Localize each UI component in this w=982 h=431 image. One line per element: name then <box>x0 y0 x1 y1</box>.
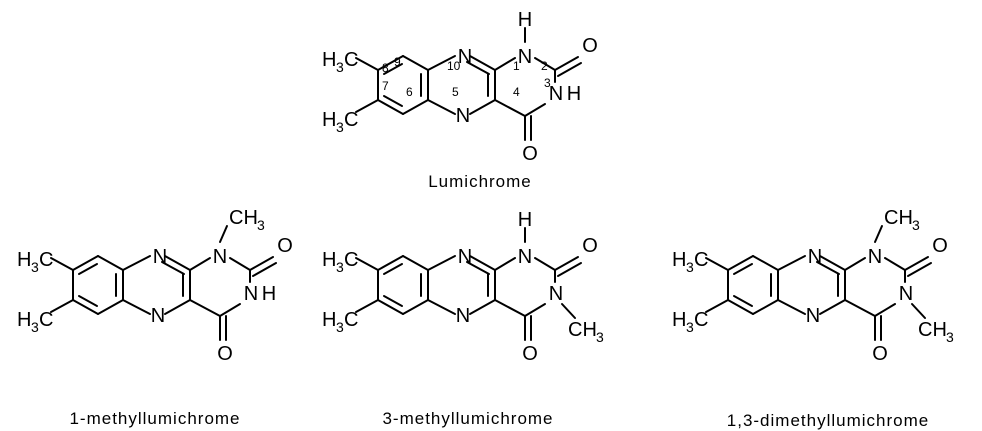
position-label: 4 <box>513 85 520 99</box>
position-label: 8 <box>382 61 389 75</box>
atom-n1: N <box>213 246 227 268</box>
atom-o4: O <box>522 343 538 365</box>
position-label: 9 <box>394 55 401 69</box>
atom-n3: N <box>549 83 563 105</box>
methyl-sub: 3 <box>31 319 39 335</box>
position-label: 7 <box>382 79 389 93</box>
atom-n10: N <box>458 246 472 268</box>
atom-n1: N <box>518 46 532 68</box>
atom-o4: O <box>522 143 538 165</box>
methyl-upper: H 3 C <box>672 249 708 275</box>
atom-o2: O <box>932 235 948 257</box>
atom-methyl-1-sub: 3 <box>257 217 265 233</box>
methyl-h: H <box>17 309 31 331</box>
atom-methyl-1: CH <box>229 207 258 229</box>
atom-n5: N <box>456 305 470 327</box>
caption-3-methyllumichrome: 3-methyllumichrome <box>382 409 553 428</box>
methyl-h: H <box>322 309 336 331</box>
atom-n5: N <box>806 305 820 327</box>
position-label: 10 <box>447 59 461 73</box>
atom-n10: N <box>458 46 472 68</box>
atom-o2: O <box>277 235 293 257</box>
atom-n3: N <box>549 283 563 305</box>
molecule-3-methyllumichrome: N N N H N CH 3 O O H 3 C H 3 C 3-methyll… <box>322 209 604 428</box>
methyl-h: H <box>672 249 686 271</box>
position-label: 6 <box>406 85 413 99</box>
methyl-upper: H 3 C <box>322 49 358 75</box>
methyl-h: H <box>322 109 336 131</box>
atom-h1: H <box>518 9 532 31</box>
atom-methyl-3-sub: 3 <box>596 329 604 345</box>
position-label: 5 <box>452 85 459 99</box>
atom-o4: O <box>217 343 233 365</box>
methyl-sub: 3 <box>336 59 344 75</box>
methyl-c: C <box>344 309 358 331</box>
atom-methyl-1-sub: 3 <box>912 217 920 233</box>
methyl-c: C <box>694 309 708 331</box>
methyl-c: C <box>39 309 53 331</box>
methyl-h: H <box>322 249 336 271</box>
atom-methyl-1: CH <box>884 207 913 229</box>
atom-n10: N <box>808 246 822 268</box>
atom-n1: N <box>868 246 882 268</box>
caption-1-methyllumichrome: 1-methyllumichrome <box>69 409 240 428</box>
position-label: 1 <box>513 59 520 73</box>
methyl-upper: H 3 C <box>17 249 53 275</box>
atom-o2: O <box>582 35 598 57</box>
atom-methyl-3-sub: 3 <box>946 329 954 345</box>
atom-o2: O <box>582 235 598 257</box>
methyl-c: C <box>344 249 358 271</box>
molecule-lumichrome: N N N H N H O O H 3 C H 3 C 1 2 3 4 5 6 … <box>322 9 598 191</box>
methyl-upper: H 3 C <box>322 249 358 275</box>
methyl-sub: 3 <box>686 259 694 275</box>
methyl-lower: H 3 C <box>322 309 358 335</box>
methyl-h: H <box>17 249 31 271</box>
methyl-c: C <box>39 249 53 271</box>
methyl-h: H <box>322 49 336 71</box>
methyl-sub: 3 <box>31 259 39 275</box>
position-label: 3 <box>544 76 551 90</box>
position-label: 2 <box>541 59 548 73</box>
methyl-sub: 3 <box>336 119 344 135</box>
atom-h1: H <box>518 209 532 231</box>
molecule-1-methyllumichrome: N N N CH 3 N H O O H 3 C H 3 C 1-methyll… <box>17 207 293 428</box>
atom-methyl-3: CH <box>918 319 947 341</box>
methyl-c: C <box>344 109 358 131</box>
methyl-lower: H 3 C <box>672 309 708 335</box>
methyl-sub: 3 <box>336 259 344 275</box>
methyl-lower: H 3 C <box>17 309 53 335</box>
atom-o4: O <box>872 343 888 365</box>
atom-n5: N <box>456 105 470 127</box>
atom-n5: N <box>151 305 165 327</box>
atom-n10: N <box>153 246 167 268</box>
atom-h3: H <box>567 83 581 105</box>
methyl-h: H <box>672 309 686 331</box>
methyl-lower: H 3 C <box>322 109 358 135</box>
methyl-sub: 3 <box>336 319 344 335</box>
atom-n3: N <box>899 283 913 305</box>
methyl-sub: 3 <box>686 319 694 335</box>
methyl-c: C <box>694 249 708 271</box>
methyl-c: C <box>344 49 358 71</box>
molecule-1-3-dimethyllumichrome: N N N CH 3 N CH 3 O O H 3 C H 3 C 1,3-di… <box>672 207 954 430</box>
atom-h3: H <box>262 283 276 305</box>
caption-lumichrome: Lumichrome <box>428 172 532 191</box>
atom-n1: N <box>518 246 532 268</box>
atom-methyl-3: CH <box>568 319 597 341</box>
caption-1-3-dimethyllumichrome: 1,3-dimethyllumichrome <box>727 411 929 430</box>
atom-n3: N <box>244 283 258 305</box>
